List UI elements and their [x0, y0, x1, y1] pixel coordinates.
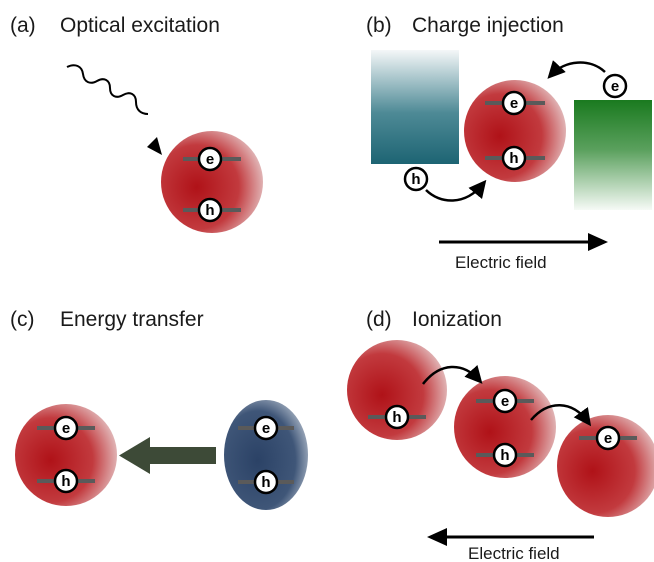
- panel-d-letter: (d): [366, 308, 392, 331]
- ionized-dot-electron-only: e: [557, 415, 654, 517]
- electron-d2-label: e: [501, 393, 509, 410]
- electron-injection-arrow: [547, 60, 606, 79]
- hole-injection-arrow: [425, 179, 487, 202]
- electron-c-donor: e: [253, 415, 279, 441]
- hole-c-acceptor: h: [53, 468, 79, 494]
- ionized-dot-hole-only: h: [347, 340, 447, 440]
- electron-transport-layer: [574, 100, 652, 210]
- hole-a: h: [197, 197, 223, 223]
- hopping-arrow-2: [530, 404, 592, 427]
- hole-d1-label: h: [392, 409, 401, 426]
- hole-c-acceptor-label: h: [61, 473, 70, 490]
- panel-c: (c) Energy transfer e h e: [10, 308, 308, 510]
- panel-a-title: Optical excitation: [60, 14, 220, 37]
- panel-b-letter: (b): [366, 14, 392, 37]
- electric-field-label-b: Electric field: [455, 253, 547, 272]
- donor-quantum-dot: e h: [224, 400, 308, 510]
- quantum-dot-b: e h: [464, 80, 566, 182]
- electron-d3: e: [595, 425, 621, 451]
- hole-c-donor: h: [253, 469, 279, 495]
- panel-d-title: Ionization: [412, 308, 502, 331]
- electric-field-label-d: Electric field: [468, 544, 560, 562]
- neutral-exciton-dot: e h: [454, 376, 556, 478]
- electron-b-label: e: [510, 95, 518, 112]
- injected-electron-label: e: [611, 78, 619, 95]
- electron-a: e: [197, 146, 223, 172]
- panel-b: (b) Charge injection e h e h: [366, 14, 652, 272]
- energy-transfer-arrow: [119, 437, 216, 474]
- electric-field-arrow-d: [427, 528, 594, 546]
- acceptor-quantum-dot: e h: [15, 404, 117, 506]
- hole-transport-layer: [371, 50, 459, 164]
- electron-c-donor-label: e: [262, 420, 270, 437]
- hole-b-label: h: [509, 150, 518, 167]
- hole-d2-label: h: [500, 447, 509, 464]
- injected-electron: e: [602, 73, 628, 99]
- electron-c-acceptor: e: [53, 415, 79, 441]
- panel-c-letter: (c): [10, 308, 35, 331]
- electric-field-arrow-b: [439, 233, 608, 251]
- electron-b: e: [501, 90, 527, 116]
- panel-a-letter: (a): [10, 14, 36, 37]
- photon-arrowhead: [147, 137, 162, 155]
- panel-c-title: Energy transfer: [60, 308, 204, 331]
- injected-hole-label: h: [411, 171, 420, 188]
- hole-c-donor-label: h: [261, 474, 270, 491]
- electron-a-label: e: [206, 151, 214, 168]
- panel-b-title: Charge injection: [412, 14, 564, 37]
- electron-c-acceptor-label: e: [62, 420, 70, 437]
- hole-d1: h: [384, 404, 410, 430]
- hopping-arrow-1: [422, 365, 483, 385]
- panel-a: (a) Optical excitation e h: [10, 14, 263, 233]
- hole-a-label: h: [205, 202, 214, 219]
- panel-d: (d) Ionization h e h: [347, 308, 654, 562]
- electron-d3-label: e: [604, 430, 612, 447]
- quantum-dot-a: e h: [161, 131, 263, 233]
- injected-hole: h: [403, 166, 429, 192]
- electron-d2: e: [492, 388, 518, 414]
- hole-b: h: [501, 145, 527, 171]
- photon-wavy-arrow: [66, 64, 149, 115]
- hole-d2: h: [492, 442, 518, 468]
